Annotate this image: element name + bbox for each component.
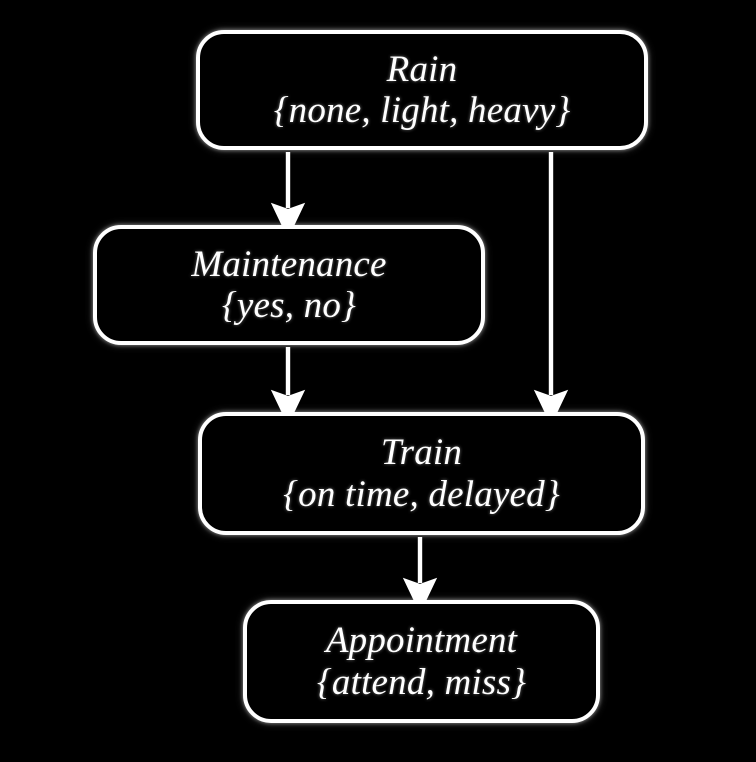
node-train[interactable]: Train {on time, delayed} (198, 412, 645, 535)
node-appointment[interactable]: Appointment {attend, miss} (243, 600, 600, 723)
node-appointment-title: Appointment (325, 620, 518, 662)
node-appointment-states: {attend, miss} (316, 661, 527, 703)
node-rain-states: {none, light, heavy} (273, 90, 571, 131)
node-maintenance-states: {yes, no} (221, 285, 357, 326)
node-rain[interactable]: Rain {none, light, heavy} (196, 30, 648, 150)
node-train-title: Train (380, 432, 463, 474)
node-maintenance-title: Maintenance (191, 243, 387, 285)
node-rain-title: Rain (386, 48, 458, 90)
node-maintenance[interactable]: Maintenance {yes, no} (93, 225, 485, 345)
node-train-states: {on time, delayed} (283, 473, 560, 515)
